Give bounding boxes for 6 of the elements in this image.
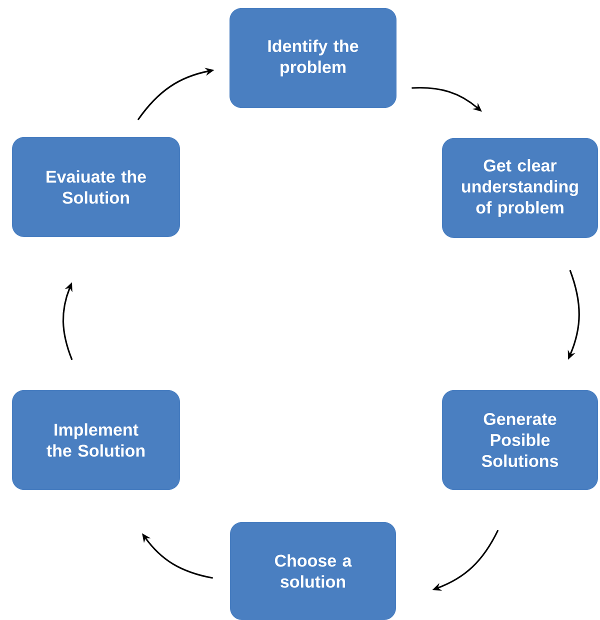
process-box: Implement the Solution: [12, 390, 180, 490]
process-box: Choose a solution: [230, 522, 396, 620]
process-box: Get clear understanding of problem: [442, 138, 598, 238]
process-box: Evaiuate the Solution: [12, 137, 180, 237]
process-box: Identify the problem: [230, 8, 396, 108]
process-box: Generate Posible Solutions: [442, 390, 598, 490]
